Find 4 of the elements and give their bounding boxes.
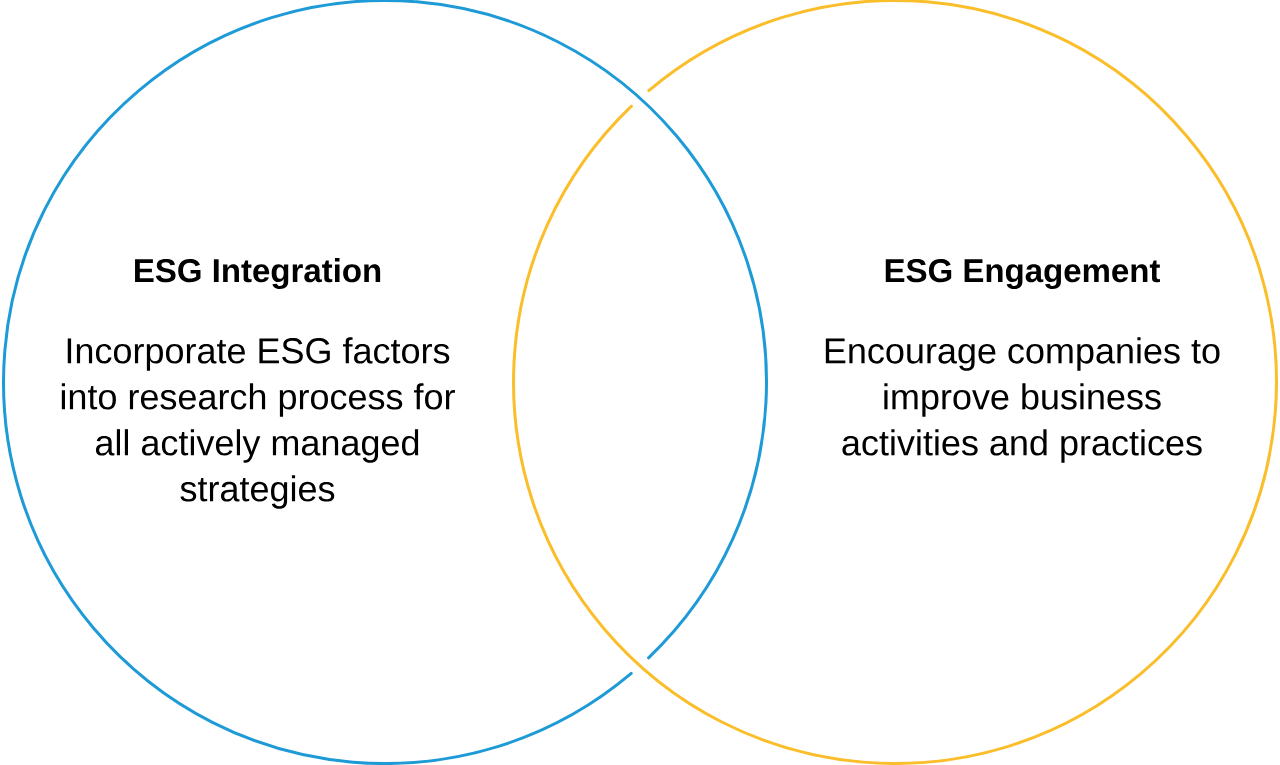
circle-description: Incorporate ESG factors into research process for all actively managed strategies — [61, 337, 455, 509]
circle-heading: ESG Integration — [135, 258, 381, 289]
circle-heading: ESG Engagement — [885, 258, 1160, 289]
circle-description: Encourage companies to improve business activities and practices — [825, 337, 1220, 463]
